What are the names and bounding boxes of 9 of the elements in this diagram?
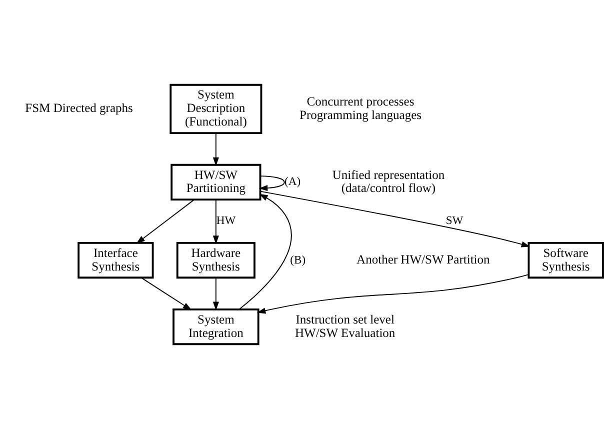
label: Concurrent processes Programming languages [300, 94, 422, 122]
label: Instruction set level HW/SW Evaluation [294, 312, 396, 340]
edge-label: (B) [290, 253, 306, 266]
edge-label: SW [446, 214, 464, 228]
label: FSM Directed graphs [25, 101, 133, 116]
label: Another HW/SW Partition [356, 252, 490, 267]
edge-label: HW [216, 214, 236, 228]
edge-label: (A) [284, 175, 301, 188]
label: Unified representation (data/control flow) [332, 168, 445, 196]
